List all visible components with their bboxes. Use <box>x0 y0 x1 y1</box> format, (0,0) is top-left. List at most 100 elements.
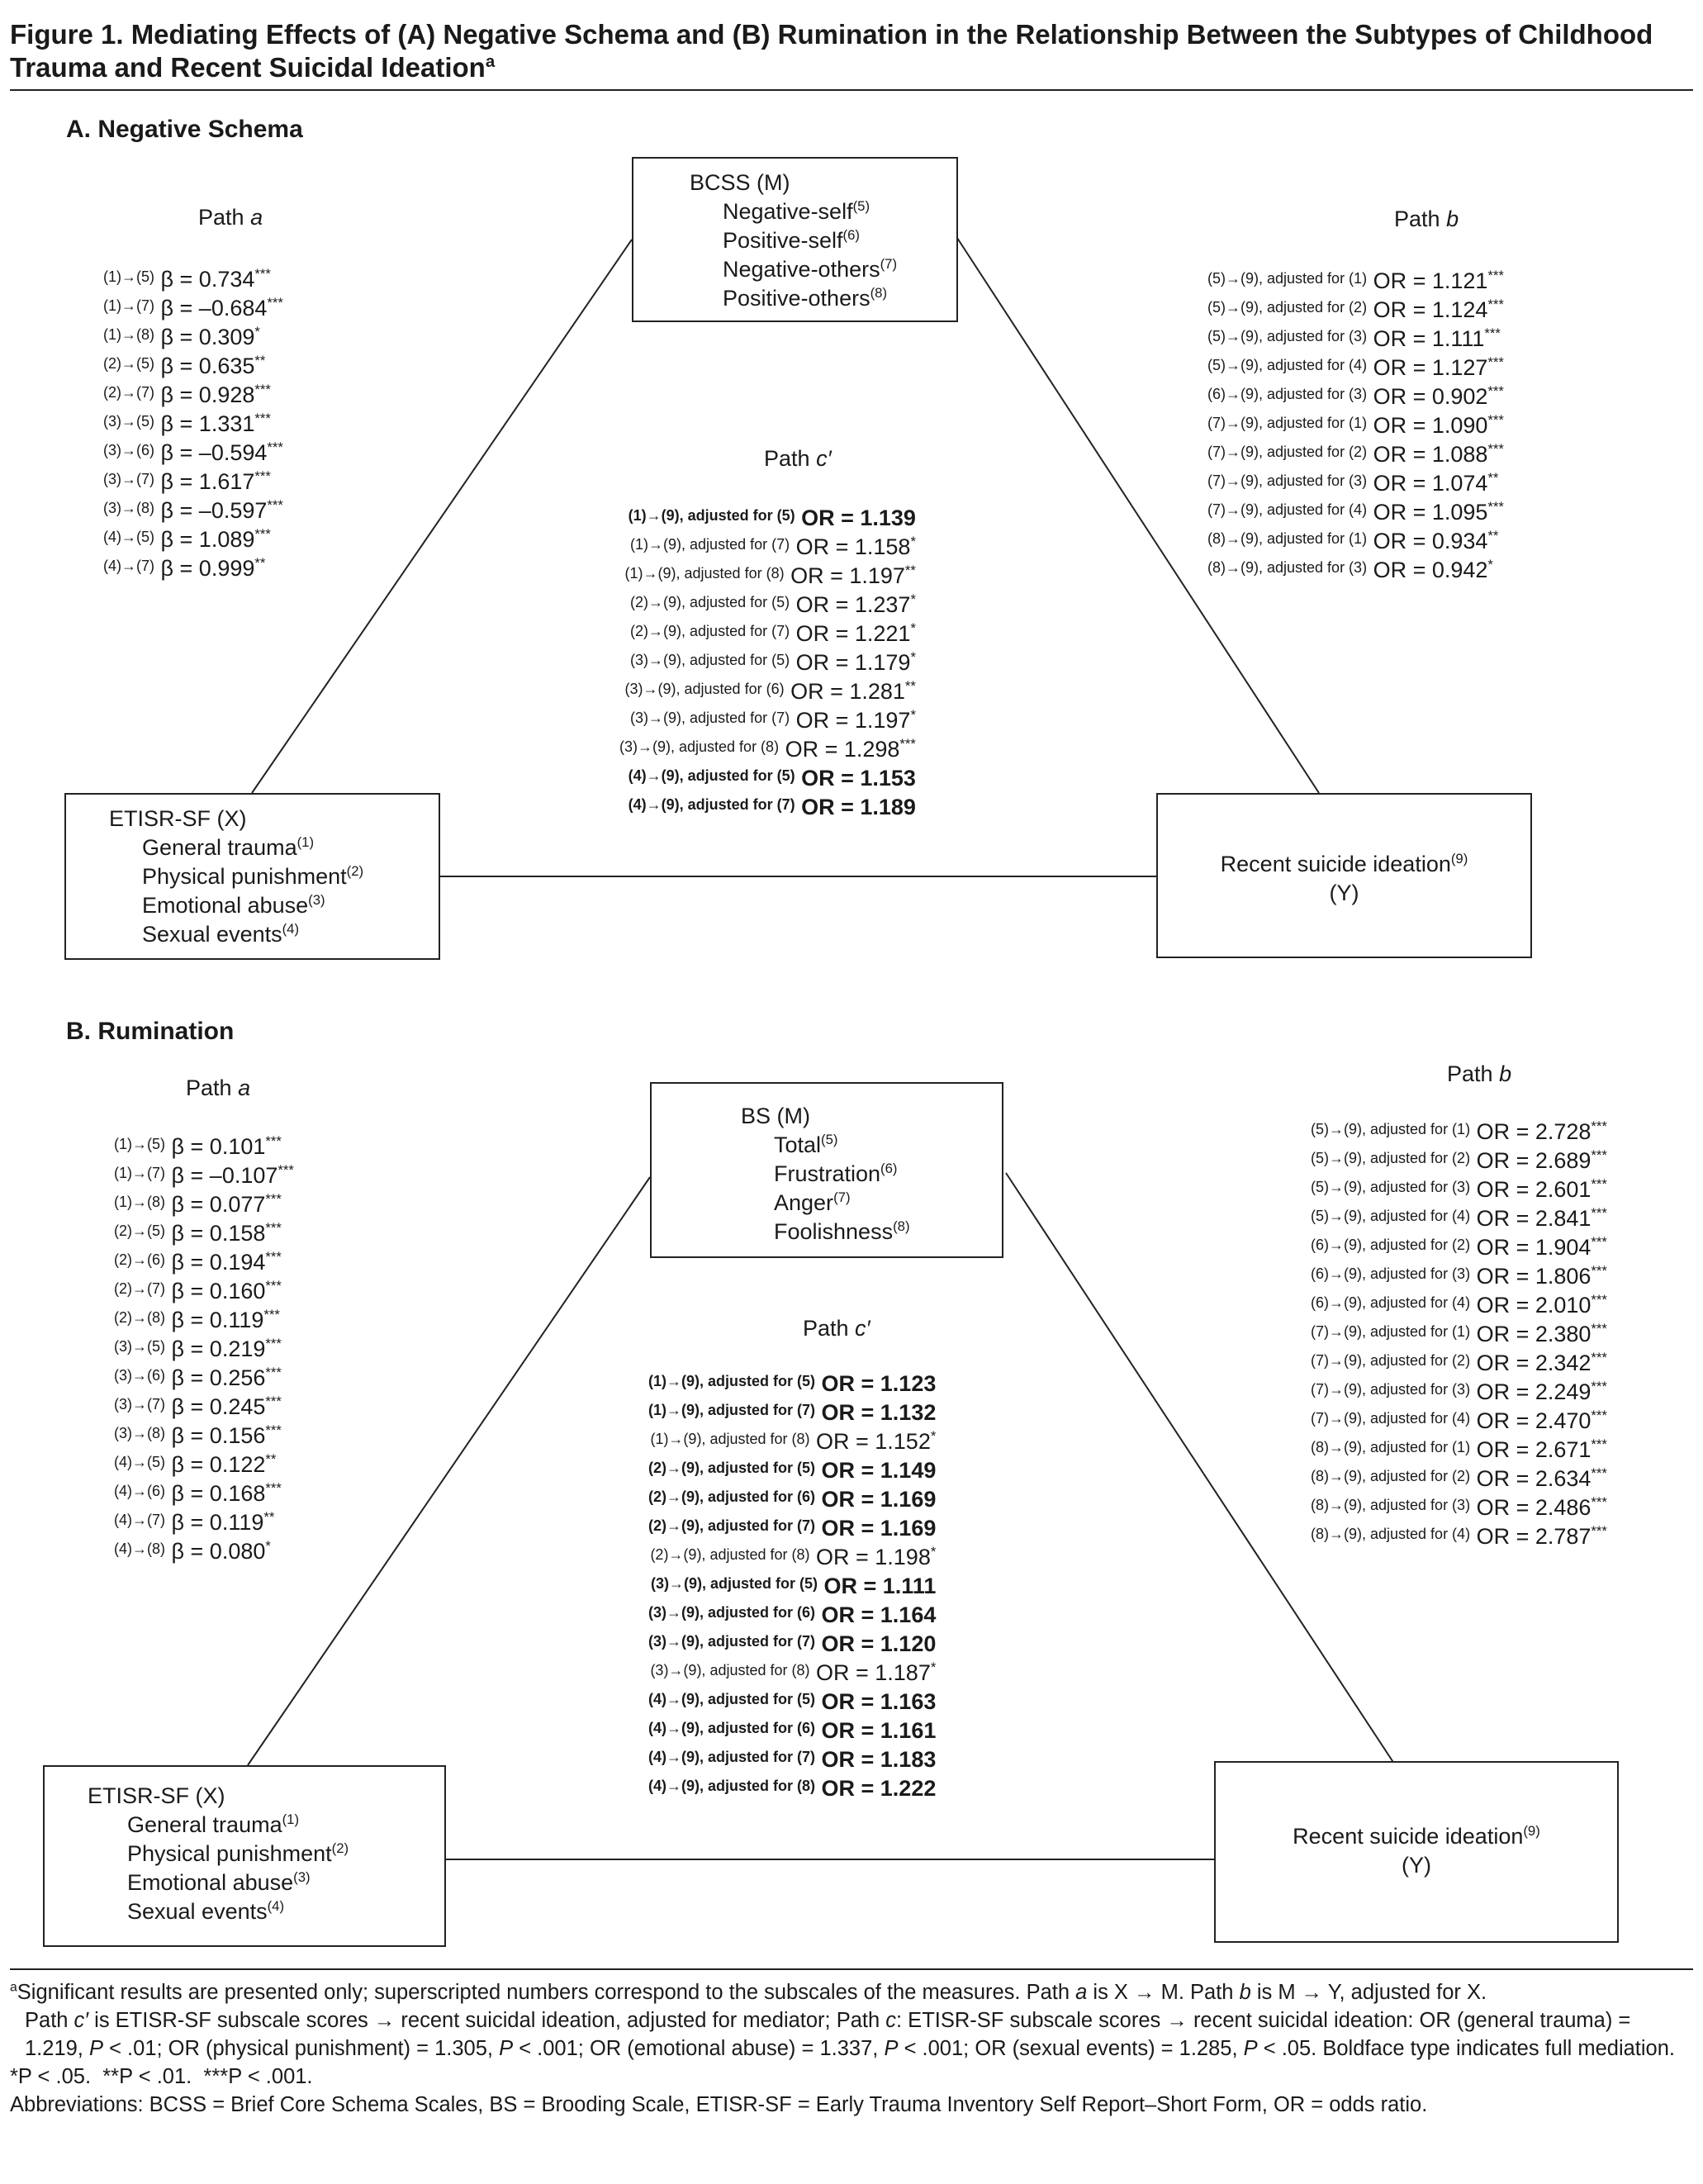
b-x-item-sup: (1) <box>282 1811 300 1827</box>
a-path-b-row: (7)→(9), adjusted for (1) OR = 1.090*** <box>1207 409 1504 438</box>
b-path-b-row: (7)→(9), adjusted for (3) OR = 2.249*** <box>1311 1375 1607 1404</box>
a-path-c-row: (1)→(9), adjusted for (8) OR = 1.197** <box>619 559 916 588</box>
b-path-c-coefficient: OR = 1.149 <box>815 1458 937 1483</box>
a-mediator-item-sup: (8) <box>870 285 888 301</box>
footnote-a-part10: : ETISR-SF subscale scores → recent suic… <box>25 2009 1631 2060</box>
b-mediator-item: Foolishness(8) <box>741 1218 1002 1246</box>
a-x-box: ETISR-SF (X) General trauma(1)Physical p… <box>64 793 440 960</box>
b-path-b-row: (5)→(9), adjusted for (1) OR = 2.728*** <box>1311 1115 1607 1144</box>
b-path-a-path-label: (4)→(6) <box>114 1483 165 1499</box>
a-path-c-title: Path c′ <box>764 446 832 472</box>
a-path-a-row: (1)→(7) β = –0.684*** <box>103 292 283 320</box>
b-path-a-coefficient: β = 0.119 <box>165 1308 264 1332</box>
a-path-a-coefficient: β = 1.331 <box>154 411 255 436</box>
b-path-a-path-label: (4)→(5) <box>114 1454 165 1470</box>
a-path-a-row: (3)→(5) β = 1.331*** <box>103 407 283 436</box>
footnote-a-part17: P <box>1243 2037 1258 2060</box>
a-x-item-label: General trauma <box>142 835 297 860</box>
b-line-m-to-y <box>1005 1172 1397 1767</box>
a-path-c-significance: ** <box>904 678 916 694</box>
b-path-b-path-label: (6)→(9), adjusted for (2) <box>1311 1237 1471 1253</box>
a-path-a-path-label: (1)→(5) <box>103 268 154 285</box>
b-path-a-significance: *** <box>265 1249 282 1265</box>
b-line-x-to-m <box>247 1176 651 1766</box>
a-path-a-title: Path a <box>198 205 263 230</box>
b-path-c-coefficient: OR = 1.132 <box>815 1400 937 1425</box>
b-path-b-path-label: (7)→(9), adjusted for (1) <box>1311 1323 1471 1340</box>
b-x-items: General trauma(1)Physical punishment(2)E… <box>94 1811 444 1926</box>
a-path-b-row: (5)→(9), adjusted for (4) OR = 1.127*** <box>1207 351 1504 380</box>
a-path-a-var: a <box>250 205 263 230</box>
a-x-item: Sexual events(4) <box>109 920 439 949</box>
b-path-a-row: (2)→(7) β = 0.160*** <box>114 1275 294 1303</box>
a-path-b-path-label: (5)→(9), adjusted for (3) <box>1207 328 1368 344</box>
b-path-a-significance: *** <box>265 1191 282 1207</box>
a-path-a-coefficient: β = 0.928 <box>154 382 255 407</box>
b-mediator-item-sup: (6) <box>880 1161 898 1176</box>
a-path-b-row: (7)→(9), adjusted for (2) OR = 1.088*** <box>1207 438 1504 467</box>
a-path-b-title: Path b <box>1394 207 1459 232</box>
b-path-c-path-label: (2)→(9), adjusted for (5) <box>648 1460 816 1476</box>
b-path-a-row: (3)→(6) β = 0.256*** <box>114 1361 294 1390</box>
b-x-item-label: General trauma <box>127 1812 282 1837</box>
b-path-a-path-label: (3)→(6) <box>114 1367 165 1384</box>
b-x-item-label: Physical punishment <box>127 1841 332 1866</box>
b-path-b-row: (7)→(9), adjusted for (4) OR = 2.470*** <box>1311 1404 1607 1433</box>
footnote-a-part18: < .05. Boldface type indicates full medi… <box>1257 2037 1675 2060</box>
b-path-c-path-label: (3)→(9), adjusted for (7) <box>648 1633 816 1650</box>
a-path-b-path-label: (6)→(9), adjusted for (3) <box>1207 386 1368 402</box>
b-path-a-significance: *** <box>265 1220 282 1236</box>
b-path-b-coefficient: OR = 2.689 <box>1470 1148 1592 1173</box>
b-path-c-coefficient: OR = 1.152 <box>809 1429 931 1454</box>
a-path-b-coefficient: OR = 0.902 <box>1367 384 1488 409</box>
a-path-b-path-label: (8)→(9), adjusted for (3) <box>1207 559 1368 576</box>
b-path-a-row: (3)→(7) β = 0.245*** <box>114 1390 294 1419</box>
b-mediator-item-label: Total <box>774 1132 822 1157</box>
a-path-c-path-label: (3)→(9), adjusted for (8) <box>619 738 780 755</box>
a-path-c-row: (4)→(9), adjusted for (5) OR = 1.153 <box>619 762 916 791</box>
a-y-line2: (Y) <box>1329 881 1359 905</box>
a-path-a-significance: *** <box>254 468 271 484</box>
b-x-item-sup: (4) <box>267 1898 285 1914</box>
a-path-c-path-label: (3)→(9), adjusted for (5) <box>630 652 790 668</box>
b-path-b-coefficient: OR = 2.671 <box>1470 1437 1592 1462</box>
a-path-b-coefficient: OR = 1.095 <box>1367 500 1488 525</box>
footnote-a-cont: Path c′ is ETISR-SF subscale scores → re… <box>10 2006 1695 2063</box>
a-x-item-sup: (4) <box>282 921 300 937</box>
footnotes: aSignificant results are presented only;… <box>10 1978 1695 2119</box>
a-path-b-path-label: (5)→(9), adjusted for (2) <box>1207 299 1368 316</box>
b-path-c-coefficient: OR = 1.169 <box>815 1487 937 1512</box>
a-path-c-row: (1)→(9), adjusted for (7) OR = 1.158* <box>619 530 916 559</box>
a-path-c-list: (1)→(9), adjusted for (5) OR = 1.139(1)→… <box>619 501 916 819</box>
b-path-c-coefficient: OR = 1.111 <box>818 1574 937 1598</box>
figure-title: Figure 1. Mediating Effects of (A) Negat… <box>10 18 1695 84</box>
a-path-b-title-text: Path <box>1394 207 1440 231</box>
footnote-a-part2: a <box>1075 1981 1088 2004</box>
a-path-c-significance: * <box>910 707 916 723</box>
b-path-b-row: (7)→(9), adjusted for (2) OR = 2.342*** <box>1311 1346 1607 1375</box>
b-path-a-path-label: (2)→(8) <box>114 1309 165 1326</box>
b-path-c-row: (2)→(9), adjusted for (5) OR = 1.149 <box>648 1454 936 1483</box>
a-path-b-row: (8)→(9), adjusted for (3) OR = 0.942* <box>1207 553 1504 582</box>
b-path-b-row: (8)→(9), adjusted for (4) OR = 2.787*** <box>1311 1520 1607 1549</box>
a-path-c-coefficient: OR = 1.197 <box>790 708 911 733</box>
b-mediator-item: Anger(7) <box>741 1189 1002 1218</box>
b-path-b-row: (8)→(9), adjusted for (1) OR = 2.671*** <box>1311 1433 1607 1462</box>
a-path-c-significance: ** <box>904 563 916 578</box>
b-path-b-row: (8)→(9), adjusted for (3) OR = 2.486*** <box>1311 1491 1607 1520</box>
a-path-b-path-label: (5)→(9), adjusted for (4) <box>1207 357 1368 373</box>
a-path-c-title-text: Path <box>764 446 810 471</box>
a-path-b-coefficient: OR = 1.111 <box>1367 326 1485 351</box>
b-path-b-path-label: (6)→(9), adjusted for (3) <box>1311 1265 1471 1282</box>
b-path-b-list: (5)→(9), adjusted for (1) OR = 2.728*** (… <box>1311 1115 1607 1549</box>
panel-a-title: A. Negative Schema <box>66 116 303 143</box>
a-path-a-path-label: (2)→(7) <box>103 384 154 401</box>
b-mediator-item-sup: (7) <box>833 1189 851 1205</box>
a-path-a-row: (4)→(5) β = 1.089*** <box>103 523 283 552</box>
a-path-a-row: (2)→(7) β = 0.928*** <box>103 378 283 407</box>
b-path-a-significance: *** <box>278 1162 294 1178</box>
a-path-a-path-label: (3)→(8) <box>103 500 154 516</box>
b-y-label-line: Recent suicide ideation(9) <box>1216 1822 1617 1851</box>
a-x-items: General trauma(1)Physical punishment(2)E… <box>109 833 439 949</box>
b-path-b-var: b <box>1499 1061 1512 1086</box>
